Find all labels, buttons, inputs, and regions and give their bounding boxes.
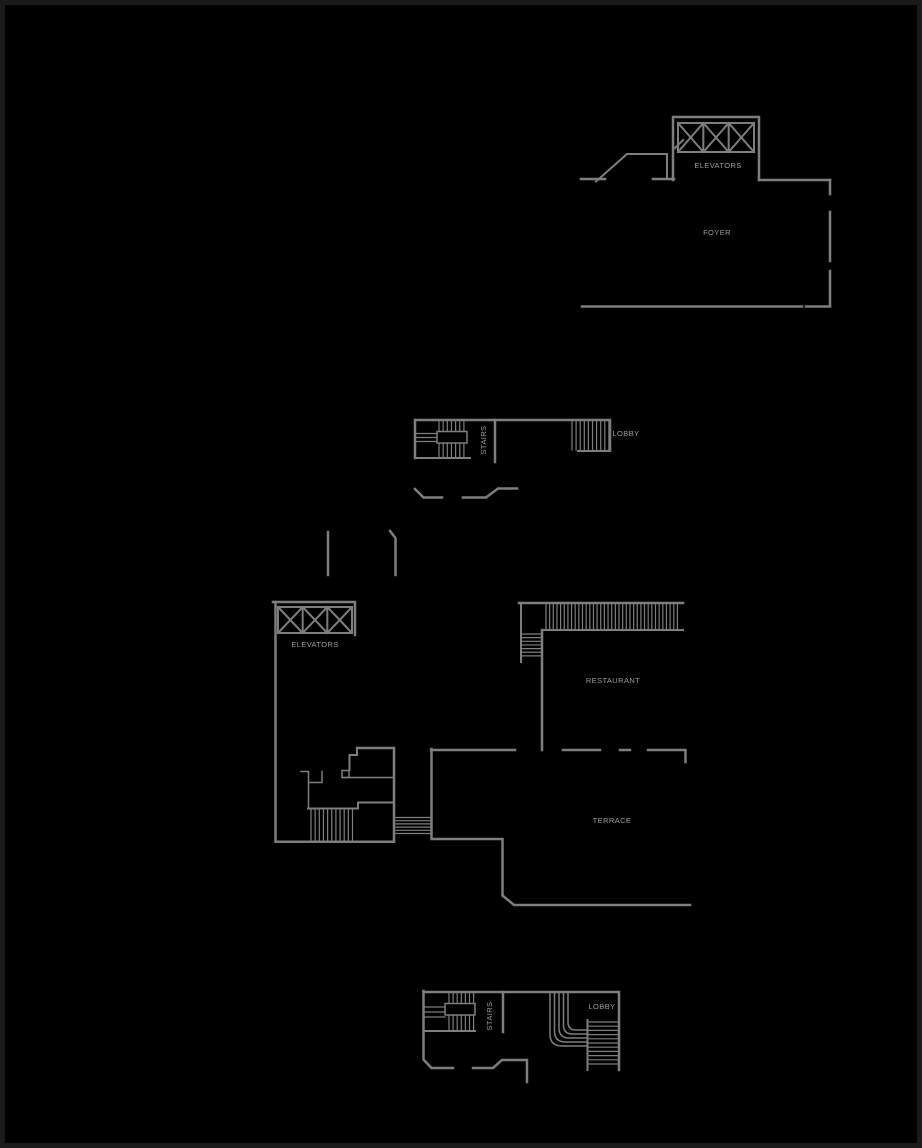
central-elevator-shaft-top [271, 600, 357, 637]
lower-stair-upper-treads [448, 992, 475, 1005]
fixture-sink [300, 770, 323, 784]
elevator-cell-lines [301, 606, 329, 634]
shaft-door-tick [673, 138, 685, 150]
central-stair-treads [310, 808, 354, 842]
mid-stair-lower-treads [438, 442, 465, 458]
terrace-boundary-wall [430, 747, 692, 907]
mid-lobby-label: LOBBY [612, 429, 639, 438]
upper-elevator-shaft-walls [671, 115, 761, 182]
elevator-cell-lines [301, 605, 329, 635]
mid-stairs-label: STAIRS [479, 426, 488, 455]
elevator-cell-lines [676, 121, 705, 154]
mid-stair-lobby-area: STAIRS LOBBY [413, 418, 639, 499]
lower-stairs-label: STAIRS [485, 1002, 494, 1031]
foyer-area: ELEVATORS FOYER [579, 115, 832, 308]
curved-stair-lines [549, 991, 588, 1047]
lower-zigzag-wall [422, 989, 529, 1084]
lower-stair-lobby-area: STAIRS LOBBY [422, 989, 621, 1084]
lower-lobby-label: LOBBY [588, 1002, 615, 1011]
upper-elevator-shaft-icon [676, 121, 756, 154]
walkway-steps [395, 816, 432, 835]
central-block-walls [274, 600, 396, 843]
terrace-area: TERRACE [429, 747, 692, 907]
restaurant-label: RESTAURANT [586, 676, 640, 685]
lower-stair-lower-treads [448, 1014, 475, 1031]
terrace-top-dashed-wall [429, 748, 687, 764]
central-block-area: ELEVATORS [271, 529, 432, 843]
mid-stair-landing [436, 430, 468, 444]
wall-stubs [326, 529, 397, 577]
foyer-entry-door-swing [594, 153, 668, 183]
lower-stair-landing [444, 1002, 476, 1016]
elevator-cell-lines [701, 121, 731, 154]
restaurant-top-hatch [545, 603, 679, 630]
lower-lobby-stair-treads [587, 1021, 620, 1065]
bar-step-wall [348, 747, 358, 771]
column [341, 769, 350, 779]
mid-lobby-stair-treads [571, 420, 610, 451]
elevator-cell-lines [325, 605, 354, 635]
elevator-cell-lines [702, 122, 730, 153]
elevator-cell-lines [727, 121, 756, 154]
central-elevator-shaft-icon [276, 605, 354, 635]
upper-elevators-label: ELEVATORS [694, 161, 741, 170]
central-stair-top-rail [307, 801, 395, 810]
mid-top-rail [413, 418, 612, 460]
mid-lower-zigzag-wall [413, 487, 519, 499]
lower-stair-run-lines [423, 1006, 446, 1018]
mid-stair-run-lines [415, 432, 438, 443]
terrace-label: TERRACE [593, 816, 632, 825]
restaurant-area: RESTAURANT [517, 601, 685, 752]
mid-stair-upper-treads [438, 420, 465, 433]
central-elevators-label: ELEVATORS [291, 640, 338, 649]
elevator-cell-lines [276, 605, 305, 635]
foyer-label: FOYER [703, 228, 731, 237]
restaurant-side-stair [521, 633, 542, 657]
